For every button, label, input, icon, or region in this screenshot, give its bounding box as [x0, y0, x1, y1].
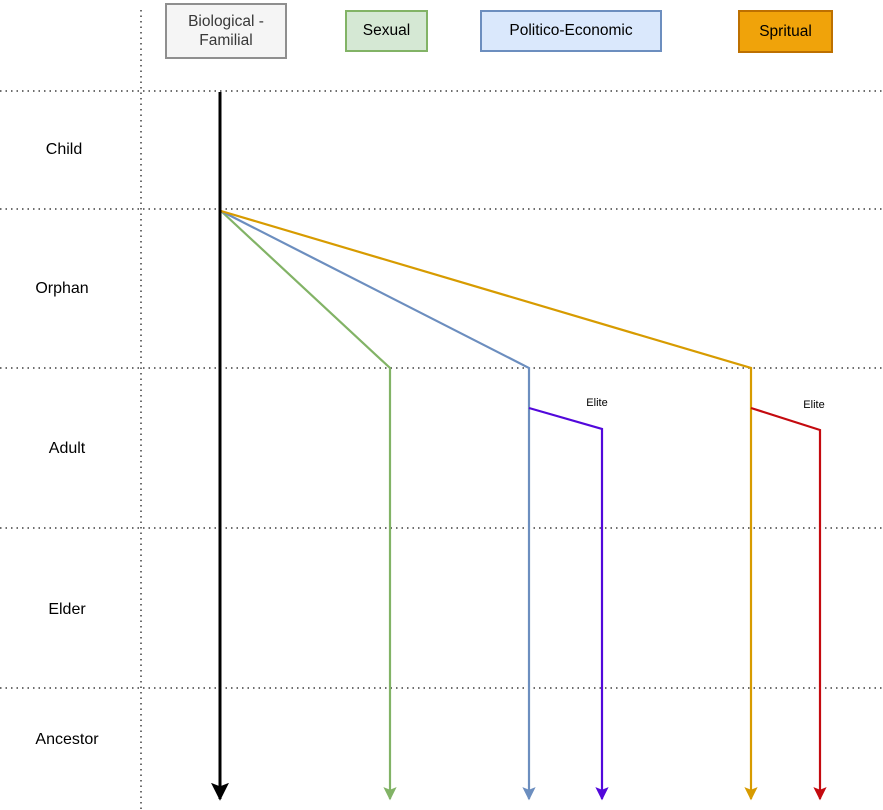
legend-biological-familial: Biological - Familial [165, 3, 287, 59]
legend-politico-economic-label: Politico-Economic [509, 22, 633, 40]
sexual-line [220, 210, 397, 801]
stage-label-elder: Elder [48, 601, 86, 618]
politico-economic-elite-line [528, 406, 609, 801]
legend-biological-familial-label: Biological - Familial [188, 12, 264, 49]
legend-spritual-label: Spritual [759, 22, 812, 40]
elite-label-spritual: Elite [803, 399, 825, 411]
politico-economic-line [220, 210, 536, 801]
stage-label-child: Child [45, 141, 83, 158]
legend-sexual-label: Sexual [362, 22, 411, 40]
legend-sexual: Sexual [345, 10, 428, 52]
stage-label-adult: Adult [48, 440, 86, 457]
spritual-elite-line [750, 406, 827, 801]
stage-label-ancestor: Ancestor [35, 731, 99, 748]
stage-label-orphan: Orphan [35, 280, 89, 297]
spritual-line [220, 209, 758, 801]
legend-politico-economic: Politico-Economic [480, 10, 662, 52]
elite-label-politico-economic: Elite [586, 397, 608, 409]
legend-spritual: Spritual [738, 10, 833, 53]
